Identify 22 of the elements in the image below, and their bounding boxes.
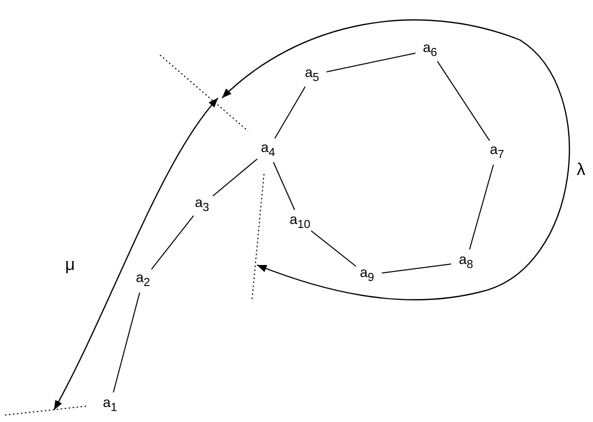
- edge-line: [436, 60, 490, 142]
- edge-line: [310, 230, 356, 267]
- edge-line: [150, 215, 194, 270]
- vertex-label: a$_{6}$: [422, 39, 438, 61]
- vertex-label: a$_{2}$: [136, 269, 150, 291]
- vertex-label: a$_{5}$: [304, 64, 320, 86]
- measure-label: μ: [65, 255, 75, 275]
- edge-line: [112, 292, 140, 393]
- edge-line: [274, 86, 306, 139]
- vertex-label: a$_{7}$: [490, 141, 504, 163]
- vertex-label: a$_{1}$: [102, 394, 118, 416]
- vertex-label: a$_{4}$: [260, 139, 276, 161]
- edge-line: [326, 52, 416, 72]
- vertex-label: a$_{10}$: [290, 211, 310, 233]
- measure-label: λ: [576, 160, 586, 180]
- edge-line: [381, 263, 452, 274]
- vertex-label: a$_{9}$: [360, 264, 374, 286]
- edge-line: [469, 164, 494, 250]
- vertex-label: a$_{8}$: [458, 251, 474, 273]
- edge-line: [212, 158, 258, 196]
- edge-line: [272, 162, 296, 210]
- vertex-label: a$_{3}$: [194, 194, 210, 216]
